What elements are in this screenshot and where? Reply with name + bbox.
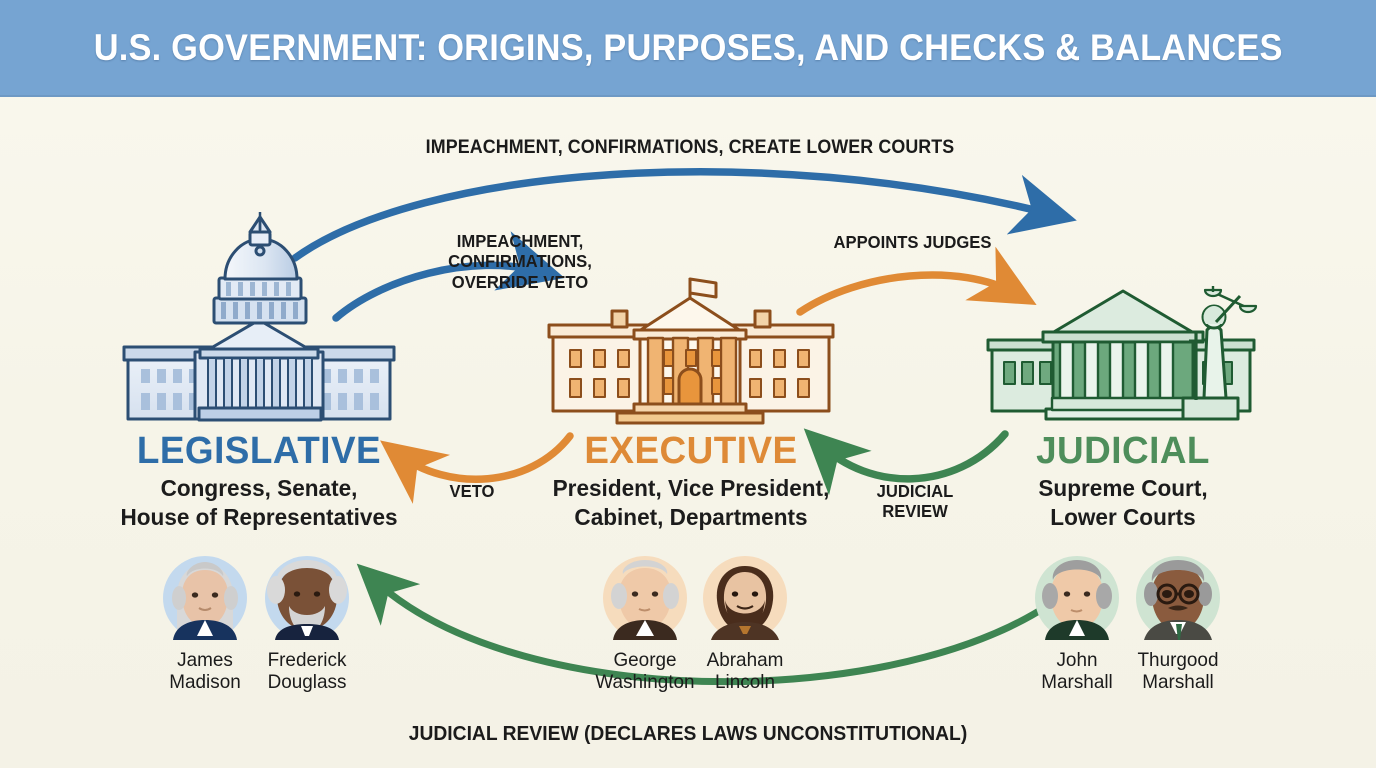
branch-executive-description: President, Vice President, Cabinet, Depa… xyxy=(552,475,830,530)
branch-judicial-description: Supreme Court, Lower Courts xyxy=(1038,475,1208,530)
supreme-court-building-icon xyxy=(986,286,1258,421)
person-thurgood-marshall: Thurgood Marshall xyxy=(1122,642,1234,693)
branch-executive: EXECUTIVE President, Vice President, Cab… xyxy=(481,432,901,531)
person-name-label: Abraham Lincoln xyxy=(706,649,784,694)
branch-judicial: JUDICIAL Supreme Court, Lower Courts xyxy=(913,432,1333,531)
label-judicial-review: JUDICIAL REVIEW xyxy=(876,481,954,522)
label-appoints-judges: APPOINTS JUDGES xyxy=(833,232,992,252)
branch-legislative-title: LEGISLATIVE xyxy=(136,430,382,472)
header-banner: U.S. Government: Origins, Purposes, and … xyxy=(0,0,1376,97)
page-title: U.S. Government: Origins, Purposes, and … xyxy=(93,26,1283,68)
lady-justice-statue-icon xyxy=(1181,286,1258,421)
portrait-george-washington xyxy=(603,556,687,640)
person-george-washington: George Washington xyxy=(589,642,701,693)
portrait-abraham-lincoln xyxy=(703,556,787,640)
bottom-caption: JUDICIAL REVIEW (DECLARES LAWS UNCONSTIT… xyxy=(408,722,968,745)
branch-judicial-title: JUDICIAL xyxy=(1036,430,1210,472)
person-james-madison: James Madison xyxy=(149,642,261,693)
arrow-executive-to-legislative-veto xyxy=(380,432,574,504)
portrait-john-marshall xyxy=(1035,556,1119,640)
person-name-label: John Marshall xyxy=(1041,649,1113,694)
branch-legislative-description: Congress, Senate, House of Representativ… xyxy=(120,475,398,530)
white-house-icon xyxy=(547,277,835,425)
arrow-judicial-to-executive-review xyxy=(803,428,1009,496)
arrow-judicial-to-legislative-review xyxy=(356,563,1079,686)
portrait-thurgood-marshall xyxy=(1136,556,1220,640)
arrow-legislative-to-executive xyxy=(332,231,565,322)
arrow-legislative-to-judicial xyxy=(291,168,1077,262)
portrait-james-madison xyxy=(163,556,247,640)
person-abraham-lincoln: Abraham Lincoln xyxy=(689,642,801,693)
person-john-marshall: John Marshall xyxy=(1021,642,1133,693)
capitol-building-icon xyxy=(122,212,396,422)
person-frederick-douglass: Frederick Douglass xyxy=(251,642,363,693)
label-top-blue-arrow: IMPEACHMENT, CONFIRMATIONS, CREATE LOWER… xyxy=(425,137,955,158)
label-legislative-to-executive: IMPEACHMENT, CONFIRMATIONS, OVERRIDE VET… xyxy=(448,231,592,292)
person-name-label: James Madison xyxy=(169,649,241,694)
branch-legislative: LEGISLATIVE Congress, Senate, House of R… xyxy=(49,432,469,531)
person-name-label: Frederick Douglass xyxy=(267,649,347,694)
person-name-label: George Washington xyxy=(595,649,695,694)
branch-executive-title: EXECUTIVE xyxy=(584,430,798,472)
label-veto: VETO xyxy=(449,481,495,501)
person-name-label: Thurgood Marshall xyxy=(1137,649,1219,694)
arrow-executive-to-judicial xyxy=(796,246,1037,316)
portrait-frederick-douglass xyxy=(265,556,349,640)
